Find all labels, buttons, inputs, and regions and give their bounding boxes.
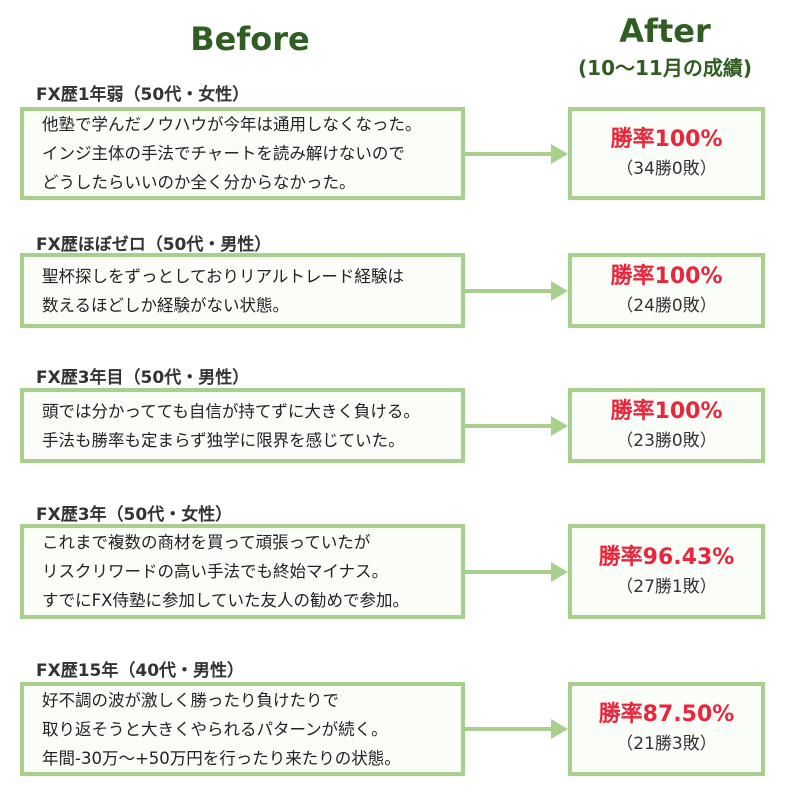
- win-rate: 勝率100%: [610, 263, 723, 289]
- profile-label: FX歴ほぼゼロ（50代・男性）: [36, 235, 272, 255]
- before-text-line: インジ主体の手法でチャートを読み解けないので: [42, 144, 405, 163]
- profile-label: FX歴1年弱（50代・女性）: [36, 85, 250, 105]
- before-text-line: 数えるほどしか経験がない状態。: [42, 295, 290, 315]
- arrow-right-icon: [465, 415, 568, 436]
- arrow-right-icon: [465, 561, 568, 582]
- win-rate: 勝率96.43%: [598, 544, 735, 570]
- before-box: 頭では分かってても自信が持てずに大きく負ける。手法も勝率も定まらず独学に限界を感…: [20, 388, 465, 463]
- profile-label: FX歴15年（40代・男性）: [36, 661, 245, 681]
- before-heading: Before: [190, 20, 310, 58]
- profile-label: FX歴3年（50代・女性）: [36, 505, 233, 525]
- before-text-line: リスクリワードの高い手法でも終始マイナス。: [42, 562, 389, 581]
- before-box: これまで複数の商材を買って頑張っていたがリスクリワードの高い手法でも終始マイナス…: [20, 524, 465, 619]
- after-subheading: (10〜11月の成績): [578, 56, 752, 80]
- before-text-line: 取り返そうと大きくやられるパターンが続く。: [42, 719, 388, 739]
- after-box: 勝率100% （23勝0敗）: [568, 388, 765, 463]
- after-box: 勝率100% （24勝0敗）: [568, 253, 765, 328]
- after-box: 勝率100% （34勝0敗）: [568, 107, 765, 200]
- before-text-line: 頭では分かってても自信が持てずに大きく負ける。: [42, 401, 420, 421]
- arrow-right-icon: [465, 719, 568, 739]
- before-text-line: これまで複数の商材を買って頑張っていたが: [42, 533, 371, 552]
- after-box: 勝率96.43% （27勝1敗）: [568, 524, 765, 619]
- arrow-right-icon: [465, 280, 568, 301]
- before-box: 好不調の波が激しく勝ったり負けたりで取り返そうと大きくやられるパターンが続く。年…: [20, 682, 465, 776]
- profile-label: FX歴3年目（50代・男性）: [36, 368, 250, 388]
- win-rate: 勝率100%: [610, 126, 723, 152]
- before-box: 他塾で学んだノウハウが今年は通用しなくなった。インジ主体の手法でチャートを読み解…: [20, 107, 465, 200]
- before-text-line: すでにFX侍塾に参加していた友人の勧めで参加。: [42, 591, 409, 610]
- before-text-line: 好不調の波が激しく勝ったり負けたりで: [42, 690, 339, 710]
- before-text-line: 手法も勝率も定まらず独学に限界を感じていた。: [42, 430, 405, 450]
- win-loss-record: （34勝0敗）: [616, 158, 717, 179]
- before-box: 聖杯探しをずっとしておりリアルトレード経験は数えるほどしか経験がない状態。: [20, 253, 465, 328]
- win-rate: 勝率100%: [610, 398, 723, 424]
- before-text-line: どうしたらいいのか全く分からなかった。: [42, 173, 356, 192]
- after-box: 勝率87.50% （21勝3敗）: [568, 682, 765, 776]
- before-text-line: 他塾で学んだノウハウが今年は通用しなくなった。: [42, 115, 422, 134]
- before-text-line: 年間-30万〜+50万円を行ったり来たりの状態。: [42, 748, 401, 768]
- before-text-line: 聖杯探しをずっとしておりリアルトレード経験は: [42, 266, 404, 286]
- win-loss-record: （27勝1敗）: [616, 576, 717, 597]
- arrow-right-icon: [465, 143, 568, 164]
- win-loss-record: （23勝0敗）: [616, 430, 717, 451]
- win-rate: 勝率87.50%: [598, 702, 735, 727]
- win-loss-record: （21勝3敗）: [616, 734, 717, 754]
- win-loss-record: （24勝0敗）: [616, 295, 717, 316]
- after-heading: After: [619, 12, 711, 50]
